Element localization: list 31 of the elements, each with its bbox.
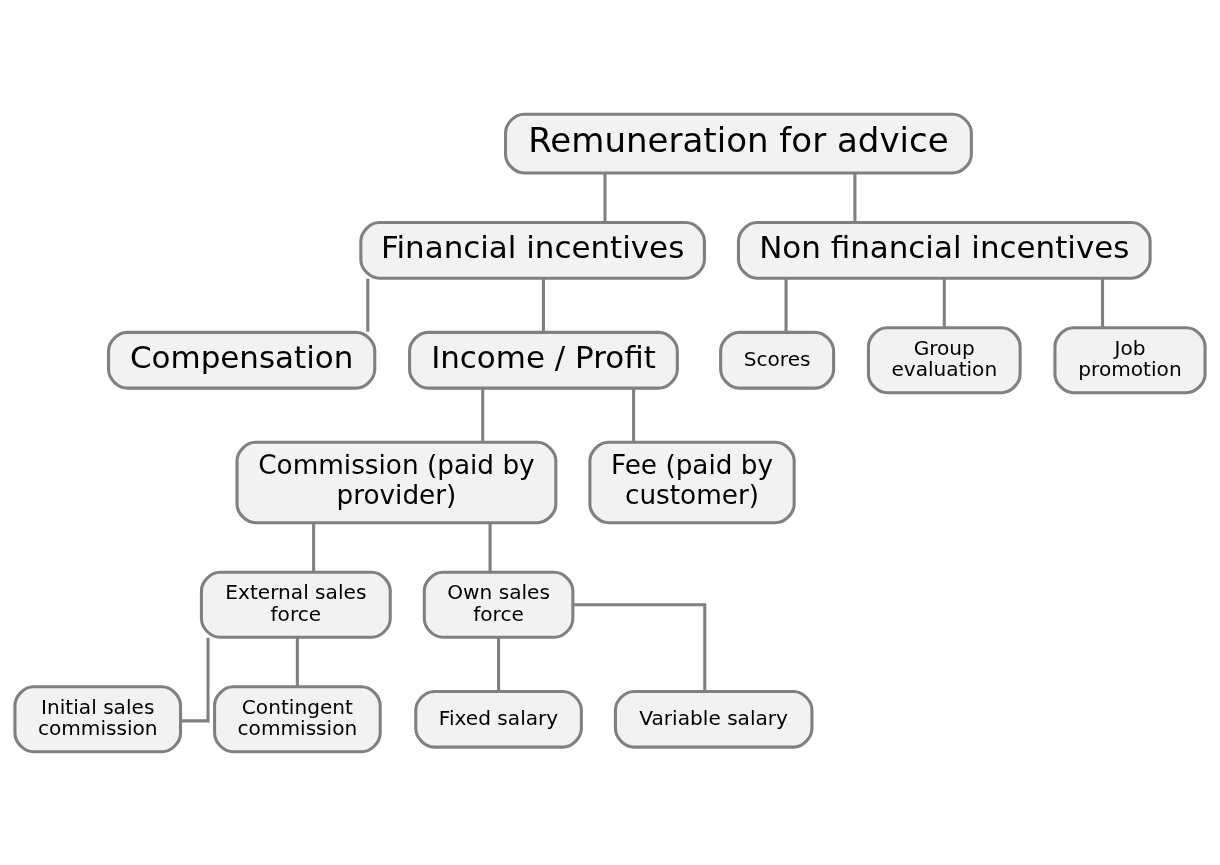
connector <box>632 388 636 442</box>
node-box: Compensation <box>107 330 377 390</box>
connector <box>295 636 299 687</box>
node-box: Fee (paid by customer) <box>588 440 796 524</box>
node-box: Variable salary <box>613 689 814 749</box>
node-box: Non financial incentives <box>736 220 1152 280</box>
node-box: Income / Profit <box>408 330 679 390</box>
node-box: Own sales force <box>422 570 575 639</box>
node-box: Contingent commission <box>213 684 382 753</box>
node-box: Commission (paid by provider) <box>235 440 558 524</box>
connector <box>481 388 485 442</box>
connector <box>853 172 857 222</box>
connector <box>488 522 492 572</box>
connector <box>366 278 370 332</box>
node-box: Initial sales commission <box>13 684 183 753</box>
connector <box>541 278 545 332</box>
node-box: Scores <box>719 330 836 390</box>
connector <box>784 278 788 332</box>
connector <box>312 522 316 572</box>
connector <box>942 278 946 327</box>
connector <box>497 636 501 691</box>
connector <box>180 637 210 722</box>
connector <box>1101 278 1105 327</box>
connector <box>573 602 707 691</box>
node-box: External sales force <box>199 570 392 639</box>
node-box: Job promotion <box>1053 325 1207 394</box>
node-box: Financial incentives <box>359 220 706 280</box>
node-box: Group evaluation <box>866 325 1022 394</box>
node-box: Fixed salary <box>414 689 583 749</box>
node-box: Remuneration for advice <box>504 112 973 175</box>
connector <box>603 172 607 222</box>
